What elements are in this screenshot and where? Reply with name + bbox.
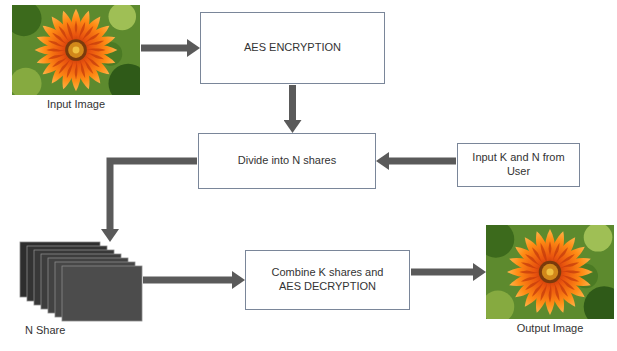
flow-arrow — [389, 158, 456, 165]
share-stack — [20, 242, 142, 321]
flow-arrow — [143, 277, 232, 284]
image-node: Input Image — [12, 5, 140, 95]
box-label: Combine K shares and AES DECRYPTION — [264, 266, 391, 294]
flow-arrow — [289, 85, 296, 120]
input-flower-image — [6, 1, 148, 103]
box-label: Divide into N shares — [238, 154, 336, 168]
process-box: Combine K shares and AES DECRYPTION — [245, 250, 410, 310]
flow-arrow — [141, 45, 187, 52]
share-stack-node: N Share — [20, 242, 142, 321]
box-label: AES ENCRYPTION — [244, 41, 341, 55]
process-box: AES ENCRYPTION — [200, 12, 385, 84]
flow-arrow — [411, 269, 473, 276]
flow-arrow — [110, 161, 197, 229]
process-box: Divide into N shares — [198, 133, 376, 189]
output-flower-image — [477, 221, 617, 327]
image-node: Output Image — [486, 225, 614, 319]
box-label: Input K and N from User — [466, 151, 571, 179]
image-caption: Input Image — [2, 98, 150, 112]
input-box: Input K and N from User — [457, 143, 580, 187]
share-sheet — [62, 266, 142, 321]
image-caption: Output Image — [476, 322, 617, 336]
image-caption: N Share — [25, 324, 65, 338]
